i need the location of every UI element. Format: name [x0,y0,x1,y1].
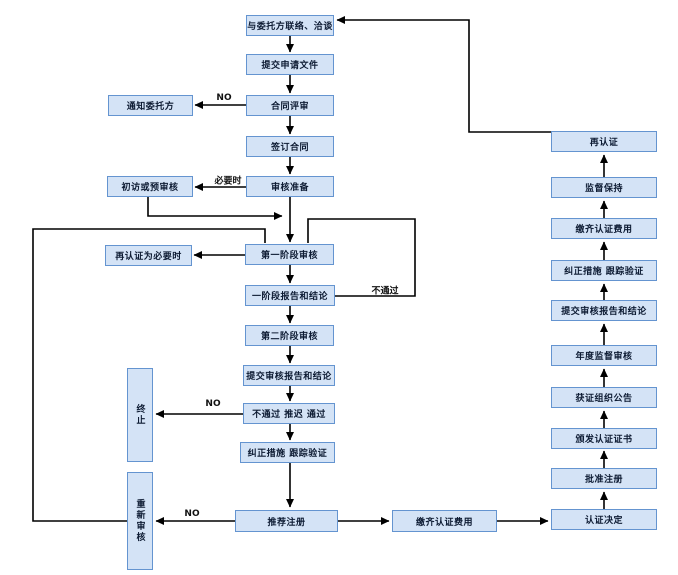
flow-node-stage2-audit: 第二阶段审核 [245,325,334,346]
flow-node-initial-visit-preaudit: 初访或预审核 [107,176,193,197]
flow-node-submit-audit-report-right: 提交审核报告和结论 [551,300,657,321]
edge-label-no-re-audit: NO [184,509,200,519]
flow-node-stage1-audit: 第一阶段审核 [245,244,334,265]
flow-node-sign-contract: 签订合同 [246,136,334,157]
flow-node-corrective-actions-right: 纠正措施 跟踪验证 [551,260,657,281]
flow-node-submit-audit-report: 提交审核报告和结论 [243,365,335,386]
flow-node-certified-org-announcement: 获证组织公告 [551,387,657,408]
flow-node-pay-fees-right: 缴齐认证费用 [551,218,657,239]
flow-node-terminate: 终止 [127,368,153,462]
flow-node-notify-client: 通知委托方 [108,95,193,116]
edge-label-fail: 不通过 [371,286,399,297]
flow-node-audit-preparation: 审核准备 [246,176,334,197]
flow-node-fail-postpone-pass: 不通过 推迟 通过 [243,403,335,424]
flow-node-contract-review: 合同评审 [246,95,334,116]
flow-node-issue-certificate: 颁发认证证书 [551,428,657,449]
flow-node-submit-application: 提交申请文件 [246,54,334,75]
flow-node-stage1-report: 一阶段报告和结论 [245,285,335,306]
flow-node-approve-registration: 批准注册 [551,468,657,489]
edge-label-no-terminate: NO [205,399,221,409]
flow-node-pay-fees-bottom: 缴齐认证费用 [392,510,497,532]
flow-node-recert-if-necessary: 再认证为必要时 [105,245,192,266]
flow-node-certification-decision: 认证决定 [551,509,657,530]
edge-label-no-contract-review: NO [216,93,232,103]
edge-label-if-necessary: 必要时 [214,176,242,187]
flow-node-corrective-actions: 纠正措施 跟踪验证 [240,442,335,463]
flow-node-annual-surveillance-audit: 年度监督审核 [551,345,657,366]
flow-node-re-audit: 重新审核 [127,472,153,570]
flow-node-recertification: 再认证 [551,131,657,152]
flow-node-recommend-registration: 推荐注册 [235,510,338,532]
flow-node-surveillance-maintain: 监督保持 [551,177,657,198]
flow-node-contact-negotiate: 与委托方联络、洽谈 [246,15,334,36]
